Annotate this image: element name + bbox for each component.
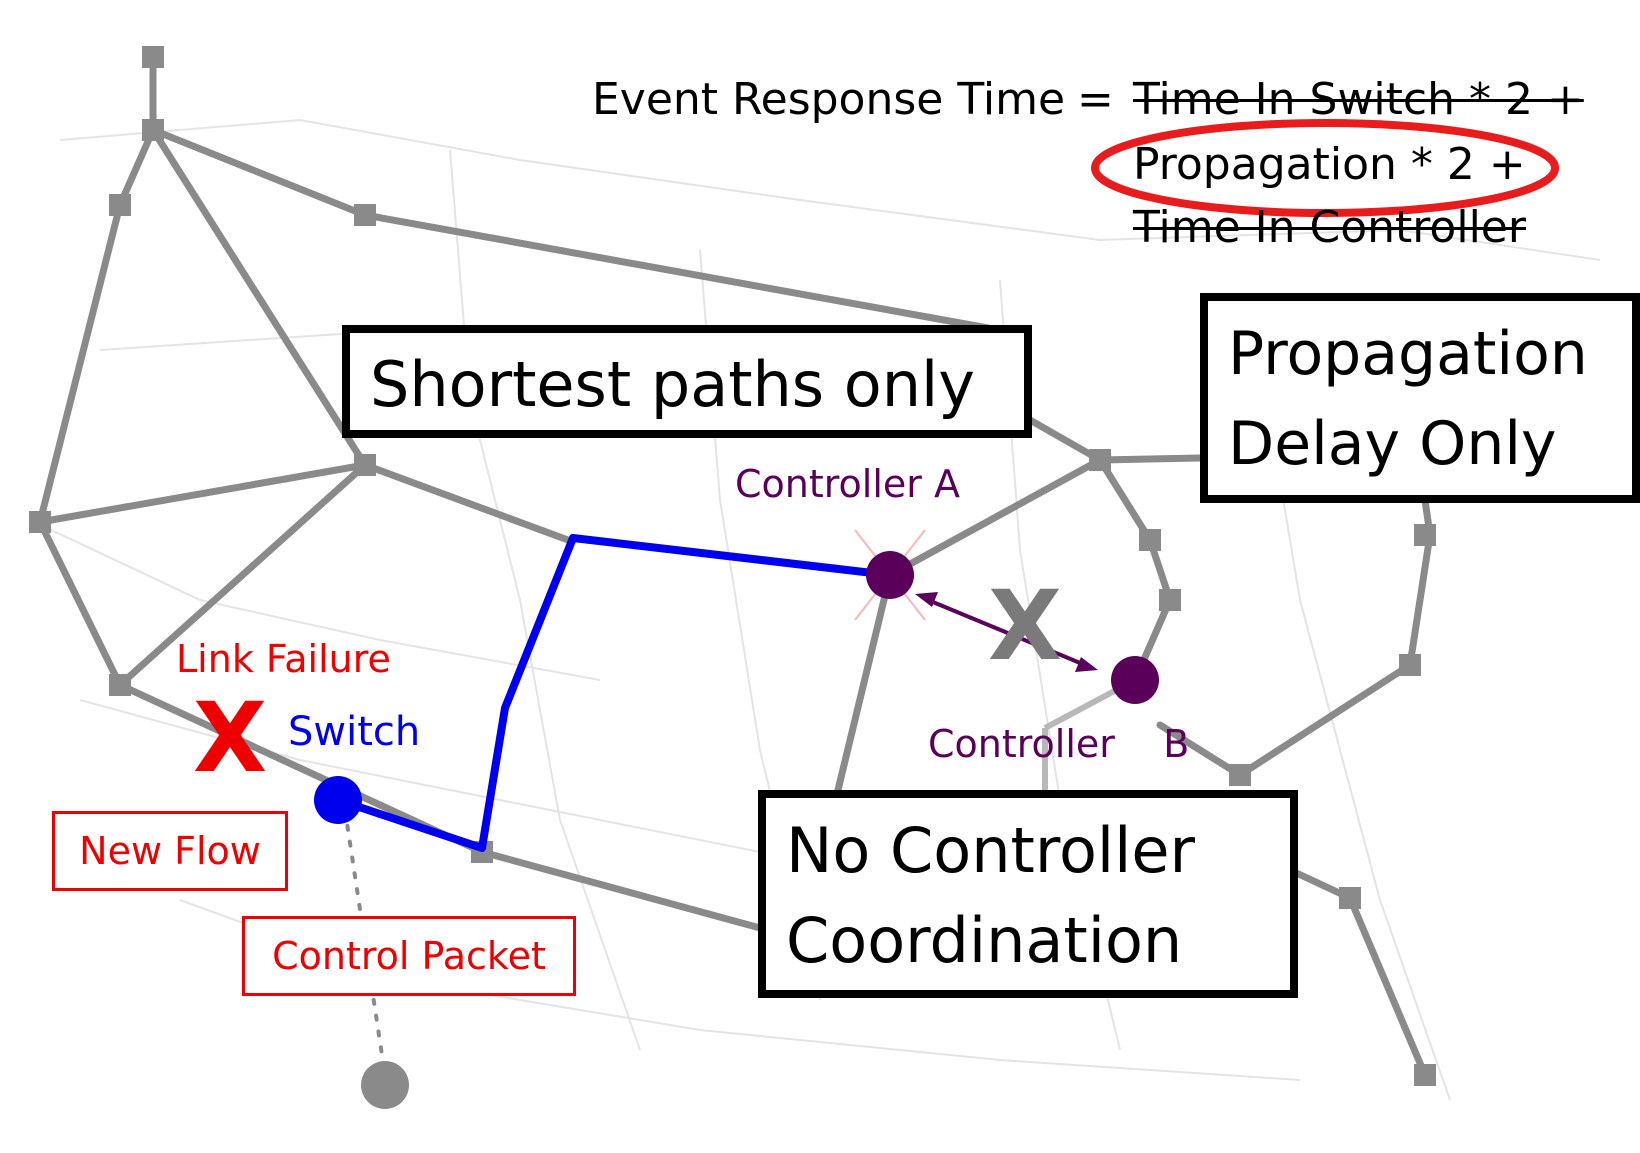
formula-term-time-in-switch: Time In Switch * 2 + bbox=[1133, 74, 1584, 125]
controller-a-label: Controller A bbox=[735, 462, 960, 506]
topology-node bbox=[109, 194, 131, 216]
callout-propagation-delay: Propagation Delay Only bbox=[1200, 293, 1640, 503]
no-controller-link-x-mark: X bbox=[988, 570, 1063, 682]
callout-propagation-line2: Delay Only bbox=[1228, 409, 1557, 479]
switch-label: Switch bbox=[288, 709, 421, 755]
controller-a-node bbox=[866, 551, 914, 599]
callout-no-coordination: No Controller Coordination bbox=[758, 790, 1298, 998]
formula-term-propagation: Propagation * 2 + bbox=[1133, 139, 1526, 190]
control-packet-box: Control Packet bbox=[242, 916, 576, 996]
topology-node bbox=[1089, 449, 1111, 471]
topology-node bbox=[142, 119, 164, 141]
shortest-path bbox=[336, 534, 891, 852]
new-flow-label: New Flow bbox=[79, 829, 261, 873]
formula-equals: = bbox=[1077, 74, 1114, 125]
controller-b-label: Controller B bbox=[928, 722, 1190, 766]
controller-link-arrow bbox=[915, 592, 1098, 672]
callout-propagation-line1: Propagation bbox=[1228, 319, 1588, 389]
callout-coordination-line1: No Controller bbox=[786, 814, 1195, 887]
controller-b-node bbox=[1111, 656, 1159, 704]
topology-node bbox=[1414, 1064, 1436, 1086]
topology-node bbox=[354, 454, 376, 476]
topology-node bbox=[1339, 887, 1361, 909]
topology-node bbox=[1139, 529, 1161, 551]
remote-controller-node bbox=[361, 1061, 409, 1109]
topology-links bbox=[36, 56, 1434, 1079]
link-failure-label: Link Failure bbox=[176, 637, 391, 681]
callout-coordination-line2: Coordination bbox=[786, 904, 1183, 977]
topology-node bbox=[142, 46, 164, 68]
control-channel bbox=[343, 808, 387, 1077]
topology-node bbox=[1159, 589, 1181, 611]
topology-node bbox=[29, 511, 51, 533]
new-flow-box: New Flow bbox=[52, 811, 288, 891]
propagation-highlight-ellipse bbox=[1091, 119, 1559, 217]
topology-nodes bbox=[29, 46, 1436, 1086]
switch-node bbox=[314, 776, 362, 824]
formula-lhs: Event Response Time bbox=[592, 74, 1066, 125]
callout-shortest-paths: Shortest paths only bbox=[342, 325, 1032, 438]
topology-node bbox=[354, 204, 376, 226]
callout-shortest-paths-text: Shortest paths only bbox=[370, 348, 975, 421]
link-failure-x-mark: X bbox=[193, 682, 268, 794]
topology-node bbox=[1229, 764, 1251, 786]
formula-term-time-in-controller: Time In Controller bbox=[1133, 202, 1526, 253]
topology-node bbox=[1414, 524, 1436, 546]
control-packet-label: Control Packet bbox=[272, 934, 546, 978]
topology-node bbox=[1399, 654, 1421, 676]
topology-node bbox=[109, 674, 131, 696]
